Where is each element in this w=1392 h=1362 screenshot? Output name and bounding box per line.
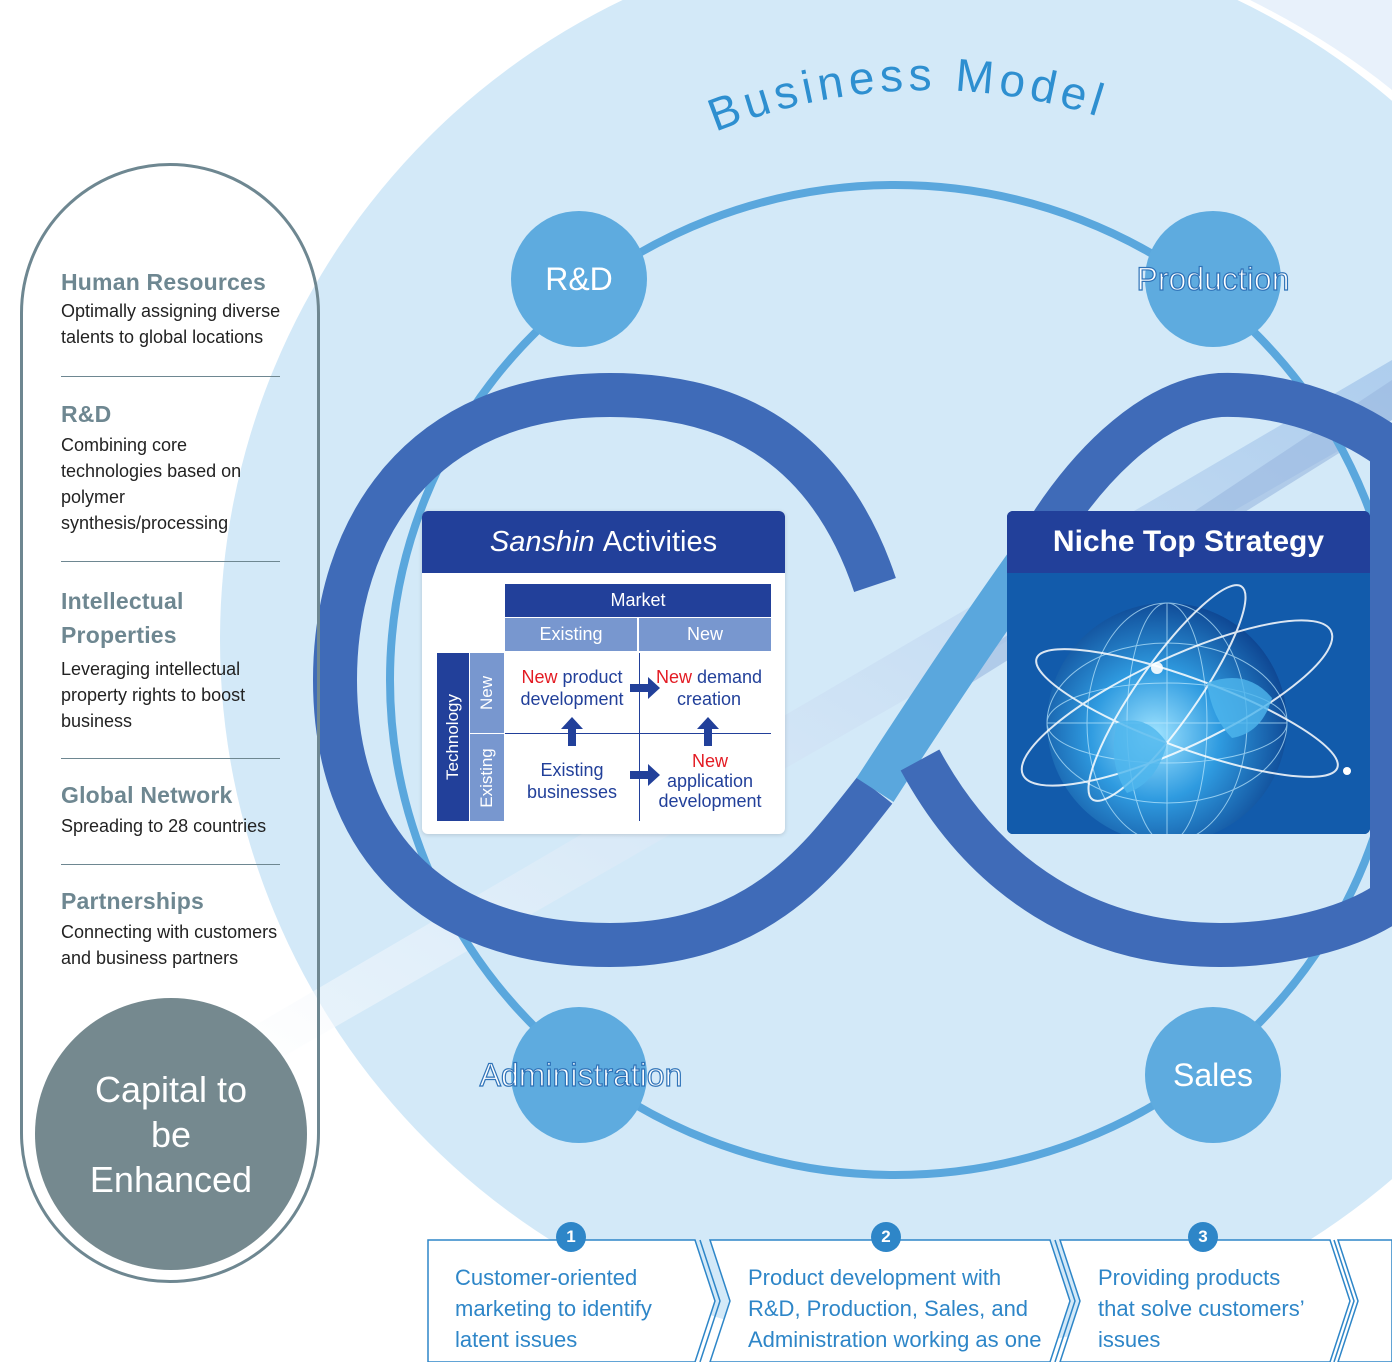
capital-divider — [61, 758, 280, 759]
step-1-badge: 1 — [556, 1222, 586, 1252]
capital-item-partnerships: Partnerships Connecting with customers a… — [61, 887, 286, 971]
grid-hline — [505, 733, 771, 734]
capital-circle-label: Capital to be Enhanced — [89, 1068, 253, 1200]
cell-new-demand-creation: New demand creation — [654, 663, 764, 713]
capital-item-title: Partnerships — [61, 888, 205, 914]
market-new-label: New — [686, 624, 723, 644]
matrix-arrows — [561, 677, 719, 786]
market-label: Market — [610, 590, 666, 610]
administration-label: Administration — [479, 1056, 683, 1093]
administration-circle: Administration — [479, 1007, 683, 1143]
sanshin-title-rest: Activities — [602, 525, 718, 558]
technology-new-header: New — [470, 653, 504, 733]
capital-item-desc: Spreading to 28 countries — [61, 816, 267, 836]
capital-item-global-network: Global Network Spreading to 28 countries — [61, 781, 286, 839]
capital-item-title: Human Resources — [61, 269, 266, 295]
infinity-left-loop — [312, 372, 896, 968]
capital-item-desc: Optimally assigning diverse talents to g… — [61, 301, 281, 347]
capital-item-desc: Connecting with customers and business p… — [61, 922, 278, 968]
niche-title: Niche Top Strategy — [1052, 525, 1325, 558]
capital-item-human-resources: Human Resources Optimally assigning dive… — [61, 268, 286, 350]
step-number: 1 — [566, 1227, 576, 1246]
step-1-shape — [427, 1239, 716, 1362]
step-2-shape — [708, 1239, 1071, 1362]
market-header: Market — [505, 584, 771, 617]
arrow-right-icon — [630, 677, 660, 699]
production-label: Production — [1136, 260, 1290, 297]
capital-item-title: R&D — [61, 401, 112, 427]
step-3-shape — [1058, 1239, 1351, 1362]
capital-panel — [20, 163, 320, 1283]
globe-image — [1007, 573, 1370, 834]
sanshin-activities-panel: Sanshin Activities Market Existing New T… — [422, 511, 785, 834]
business-circle — [220, 0, 1392, 1350]
cell-highlight: New — [521, 667, 558, 687]
cell-text: Existing businesses — [526, 760, 618, 802]
arrow-up-icon — [697, 717, 719, 746]
step-4-shape — [1336, 1239, 1392, 1362]
step-2-badge: 2 — [871, 1222, 901, 1252]
technology-header: Technology — [437, 653, 469, 821]
capital-item-title: Intellectual Properties — [61, 588, 184, 648]
rd-circle: R&D — [511, 211, 647, 347]
capital-divider — [61, 376, 280, 377]
step-number: 3 — [1198, 1227, 1208, 1246]
market-new-header: New — [639, 618, 771, 651]
market-existing-header: Existing — [505, 618, 638, 651]
sales-label: Sales — [1172, 1056, 1254, 1093]
corner-shape — [1250, 0, 1392, 90]
capital-item-title: Global Network — [61, 782, 233, 808]
grid-vline — [639, 653, 640, 821]
cycle-ring — [386, 181, 1392, 1179]
capital-circle: Capital to be Enhanced — [35, 998, 307, 1270]
step-number: 2 — [881, 1227, 891, 1246]
cell-text: product development — [520, 667, 624, 709]
step-3-badge: 3 — [1188, 1222, 1218, 1252]
capital-divider — [61, 561, 280, 562]
market-existing-label: Existing — [539, 624, 603, 644]
cell-highlight: New — [691, 751, 728, 771]
cell-new-product-development: New product development — [512, 663, 632, 713]
cell-text: application development — [658, 771, 762, 811]
capital-item-desc: Combining core technologies based on pol… — [61, 435, 242, 533]
rd-label: R&D — [545, 260, 613, 297]
capital-item-desc: Leveraging intellectual property rights … — [61, 659, 246, 731]
cell-text: demand creation — [676, 667, 763, 709]
capital-divider — [61, 864, 280, 865]
step-2-text: Product development with R&D, Production… — [748, 1265, 1042, 1352]
steps-band — [427, 1239, 1392, 1362]
cell-highlight: New — [655, 667, 692, 687]
step-1-text: Customer-oriented marketing to identify … — [455, 1265, 652, 1352]
sanshin-title-italic: Sanshin — [489, 525, 595, 558]
capital-item-rd: R&D Combining core technologies based on… — [61, 400, 286, 536]
step-3-text: Providing products that solve customers’… — [1098, 1265, 1304, 1352]
production-circle: Production — [1136, 211, 1290, 347]
technology-existing-header: Existing — [470, 734, 504, 821]
cell-existing-businesses: Existing businesses — [517, 756, 627, 806]
sales-circle: Sales — [1145, 1007, 1281, 1143]
sanshin-header: Sanshin Activities — [422, 511, 785, 573]
arrow-right-icon — [630, 764, 660, 786]
niche-top-strategy-panel: Niche Top Strategy — [1007, 511, 1370, 834]
arrow-up-icon — [561, 717, 583, 746]
niche-header: Niche Top Strategy — [1007, 511, 1370, 573]
capital-item-intellectual-properties: Intellectual Properties Leveraging intel… — [61, 584, 245, 734]
